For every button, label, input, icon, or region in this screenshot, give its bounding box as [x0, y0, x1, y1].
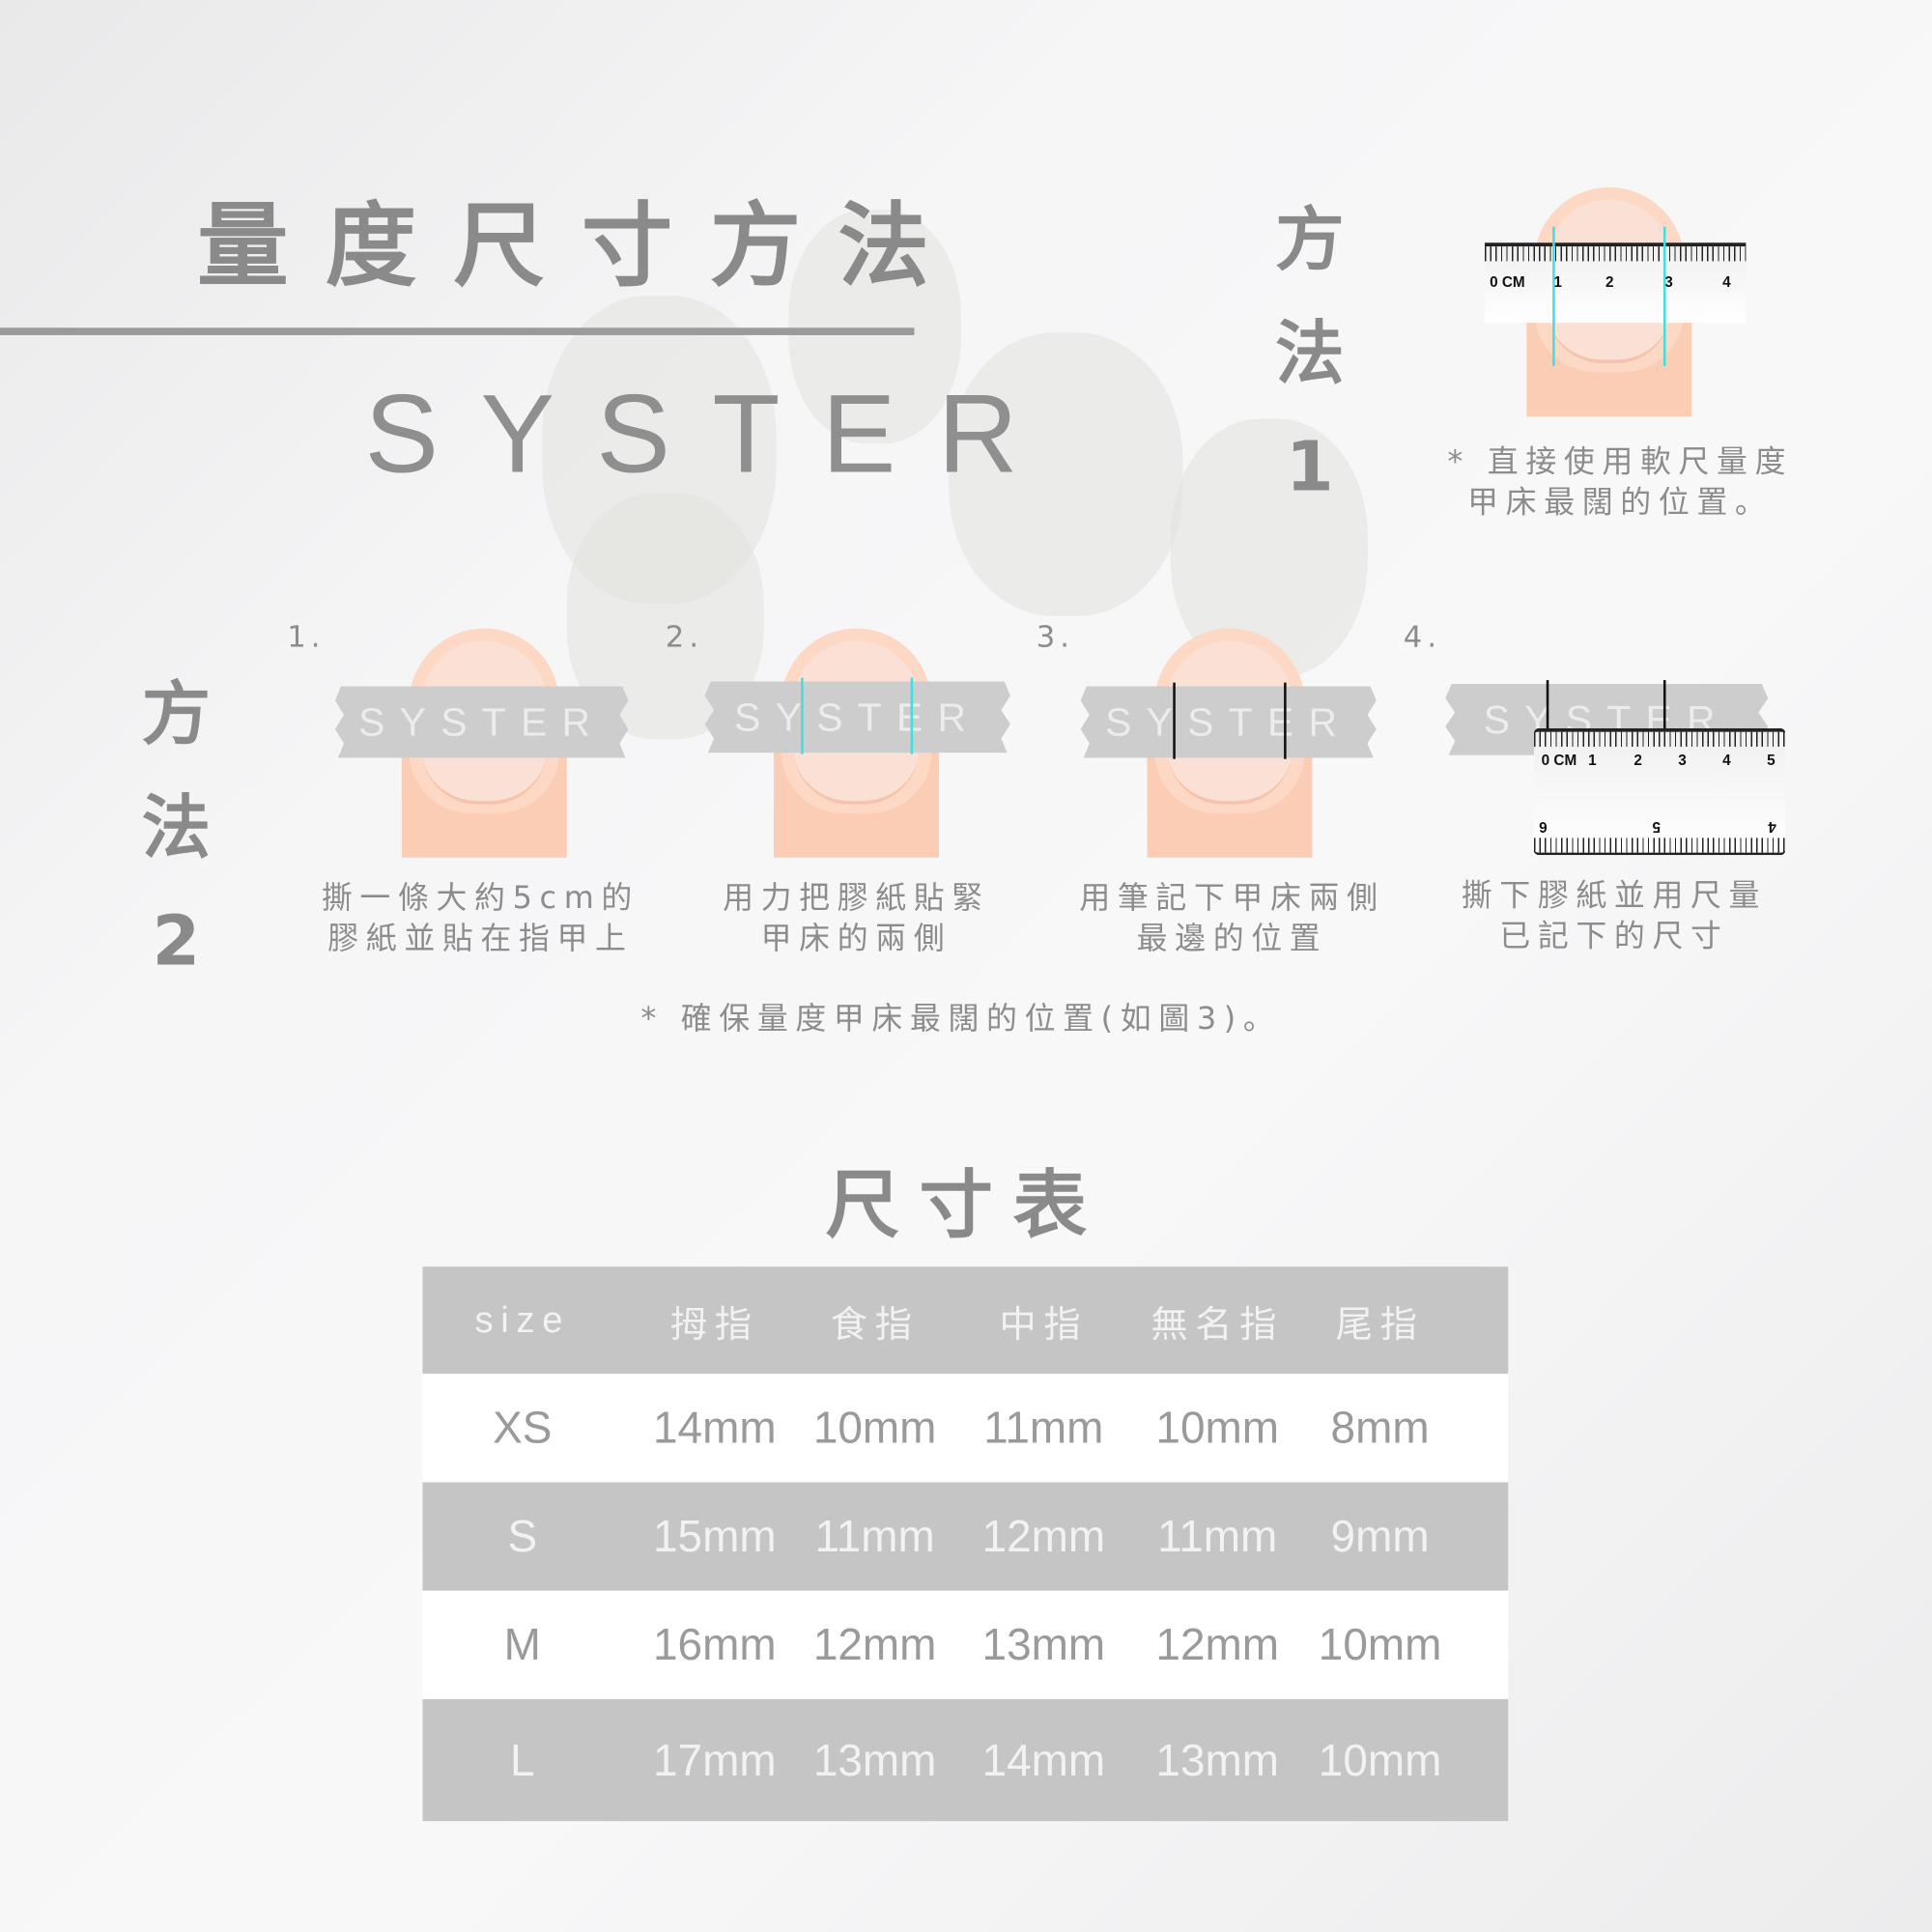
- ruler-number: 5: [1767, 752, 1776, 769]
- table-row: L 17mm 13mm 14mm 13mm 10mm: [422, 1698, 1509, 1822]
- ruler-number: 0 CM: [1490, 273, 1525, 292]
- table-cell: 10mm: [1318, 1619, 1442, 1670]
- step-number: 3.: [1036, 619, 1075, 655]
- caption-line: 用力把膠紙貼緊: [723, 879, 990, 916]
- table-cell: 尾指: [1335, 1304, 1425, 1346]
- table-cell: 10mm: [812, 1402, 937, 1453]
- table-cell: 12mm: [812, 1619, 937, 1670]
- table-cell: 拇指: [669, 1304, 759, 1346]
- method1-label-char: 1: [1286, 427, 1334, 508]
- ruler-number: 3: [1678, 752, 1687, 769]
- step-caption: 撕一條大約5cm的 膠紙並貼在指甲上: [296, 877, 666, 958]
- measure-mark: [1662, 226, 1666, 366]
- tape-strip: SYSTER: [1080, 686, 1377, 758]
- ruler-number: 4: [1722, 752, 1731, 769]
- ruler-number: 1: [1553, 273, 1562, 292]
- table-cell: 13mm: [981, 1619, 1106, 1670]
- method1-caption: * 直接使用軟尺量度 甲床最闊的位置。: [1430, 441, 1811, 523]
- table-cell: 10mm: [1318, 1734, 1442, 1785]
- method1-label: 方 法 1: [1266, 185, 1352, 525]
- measure-mark: [1552, 226, 1555, 366]
- pen-mark: [1546, 680, 1549, 732]
- pen-mark: [1662, 680, 1666, 732]
- method2-label-char: 法: [141, 788, 212, 869]
- step-number: 4.: [1403, 619, 1442, 655]
- table-cell: 10mm: [1155, 1402, 1279, 1453]
- method1-label-char: 法: [1275, 314, 1345, 395]
- table-cell: 食指: [830, 1304, 920, 1346]
- table-cell: 9mm: [1330, 1510, 1430, 1562]
- ruler-number: 2: [1605, 273, 1614, 292]
- ruler-number: 4: [1722, 273, 1731, 292]
- table-cell: 15mm: [653, 1510, 777, 1562]
- table-header-row: size 拇指 食指 中指 無名指 尾指: [422, 1266, 1509, 1375]
- ruler: 0 CM 1 2 3 4: [1484, 242, 1747, 324]
- measure-mark: [801, 677, 804, 754]
- background-nail: [788, 209, 961, 444]
- table-cell: 11mm: [814, 1510, 935, 1562]
- table-cell: 14mm: [981, 1734, 1106, 1785]
- table-cell: 無名指: [1151, 1304, 1285, 1346]
- ruler-number: 2: [1634, 752, 1642, 769]
- page-title: 量度尺寸方法: [197, 193, 966, 299]
- size-label-cell: XS: [493, 1402, 553, 1453]
- table-cell: 13mm: [1155, 1734, 1279, 1785]
- step-caption: 撕下膠紙並用尺量 已記下的尺寸: [1435, 875, 1793, 956]
- tape-strip: SYSTER: [334, 686, 629, 758]
- table-cell: 14mm: [653, 1402, 777, 1453]
- method2-label-char: 方: [141, 674, 212, 755]
- step-caption: 用力把膠紙貼緊 甲床的兩側: [678, 877, 1036, 958]
- table-cell: 11mm: [983, 1402, 1104, 1453]
- background-nail: [949, 332, 1183, 616]
- table-cell: 16mm: [653, 1619, 777, 1670]
- ruler-number: 4: [1768, 817, 1776, 836]
- caption-line: 最邊的位置: [1136, 920, 1328, 956]
- caption-line: 甲床最闊的位置。: [1467, 484, 1774, 521]
- caption-line: 甲床的兩側: [760, 920, 952, 956]
- method2-note: * 確保量度甲床最闊的位置(如圖3)。: [640, 1000, 1282, 1037]
- brand-name: SYSTER: [364, 373, 1061, 497]
- size-label-cell: S: [507, 1510, 538, 1562]
- caption-line: 撕下膠紙並用尺量: [1461, 877, 1768, 914]
- table-cell: 17mm: [653, 1734, 777, 1785]
- table-row: S 15mm 11mm 12mm 11mm 9mm: [422, 1482, 1509, 1591]
- pen-mark: [1173, 682, 1176, 759]
- caption-line: 膠紙並貼在指甲上: [327, 920, 634, 956]
- ruler-number: 5: [1652, 817, 1661, 836]
- table-cell: 中指: [999, 1304, 1089, 1346]
- ruler-number: 3: [1664, 273, 1673, 292]
- method2-label-char: 2: [152, 901, 201, 982]
- step-number: 1.: [287, 619, 326, 655]
- caption-line: 用筆記下甲床兩側: [1079, 879, 1385, 916]
- caption-line: 已記下的尺寸: [1499, 918, 1729, 954]
- table-cell: 11mm: [1157, 1510, 1278, 1562]
- size-label-cell: size: [474, 1299, 571, 1341]
- ruler-number: 0 CM: [1541, 752, 1577, 769]
- ruler: 0 CM 1 2 3 4 5 6 5 4: [1534, 727, 1786, 856]
- caption-line: * 直接使用軟尺量度: [1447, 443, 1794, 480]
- title-divider: [0, 327, 915, 335]
- ruler-number: 1: [1588, 752, 1597, 769]
- table-cell: 12mm: [1155, 1619, 1279, 1670]
- caption-line: 撕一條大約5cm的: [321, 879, 639, 916]
- size-chart-title: 尺寸表: [825, 1163, 1107, 1250]
- method2-label: 方 法 2: [133, 659, 219, 999]
- step-caption: 用筆記下甲床兩側 最邊的位置: [1060, 877, 1405, 958]
- method1-label-char: 方: [1275, 200, 1345, 281]
- tape-strip: SYSTER: [704, 681, 1010, 753]
- pen-mark: [1284, 682, 1287, 759]
- table-cell: 8mm: [1330, 1402, 1430, 1453]
- table-row: XS 14mm 10mm 11mm 10mm 8mm: [422, 1374, 1509, 1483]
- size-label-cell: L: [510, 1734, 535, 1785]
- table-cell: 12mm: [981, 1510, 1106, 1562]
- size-label-cell: M: [503, 1619, 541, 1670]
- table-row: M 16mm 12mm 13mm 12mm 10mm: [422, 1590, 1509, 1699]
- measure-mark: [910, 677, 914, 754]
- table-cell: 13mm: [812, 1734, 937, 1785]
- ruler-number: 6: [1539, 817, 1548, 836]
- step-number: 2.: [665, 619, 704, 655]
